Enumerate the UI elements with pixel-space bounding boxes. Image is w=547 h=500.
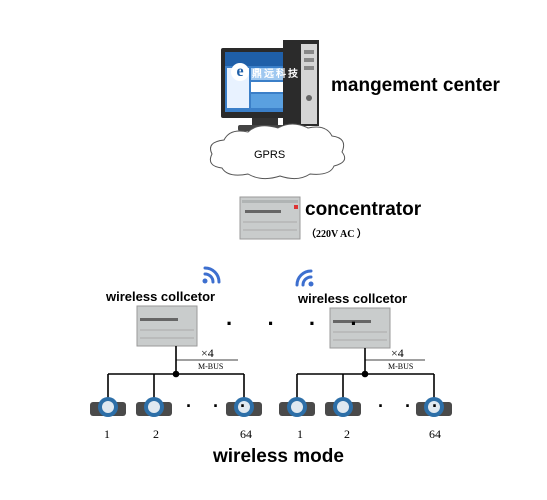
collector-device-left: [136, 305, 198, 347]
wifi-icon: [202, 266, 221, 284]
water-meter-icon: [226, 397, 262, 417]
concentrator-label: concentrator: [305, 199, 422, 220]
wifi-icon: [295, 269, 314, 287]
meter-number: 2: [344, 427, 350, 441]
logo-icon: e: [231, 63, 249, 81]
water-meter-icon: [325, 397, 361, 417]
bus-lines-left: [107, 346, 245, 398]
cloud-shape: [209, 123, 346, 180]
bus-multiplier-right: ×4: [391, 346, 404, 360]
meter-number: 1: [104, 427, 110, 441]
concentrator-device: [239, 196, 301, 240]
water-meter-icon: [136, 397, 172, 417]
screen-brand-text: 鼎远科技: [252, 69, 300, 80]
gprs-label: GPRS: [254, 149, 286, 161]
collector-label-right: wireless collcetor: [298, 291, 408, 306]
computer-tower: [283, 40, 319, 126]
water-meter-icon: [416, 397, 452, 417]
bus-type-right: M-BUS: [388, 362, 414, 371]
meter-number: 64: [429, 427, 441, 441]
management-center-label: mangement center: [331, 75, 500, 96]
collector-device-right: [329, 307, 391, 349]
ellipsis-mid: · · · ·: [226, 311, 372, 336]
concentrator-power-label: （220V AC ）: [306, 229, 367, 240]
collector-label-left: wireless collcetor: [106, 289, 216, 304]
water-meter-icon: [279, 397, 315, 417]
water-meter-icon: [90, 397, 126, 417]
ellipsis-meters-left: · · ·: [186, 396, 254, 416]
meter-number: 1: [297, 427, 303, 441]
bus-lines-right: [296, 348, 435, 398]
meter-number: 2: [153, 427, 159, 441]
bus-multiplier-left: ×4: [201, 346, 214, 360]
meter-number: 64: [240, 427, 252, 441]
bus-type-left: M-BUS: [198, 362, 224, 371]
ellipsis-meters-right: · · ·: [378, 396, 446, 416]
footer-label: wireless mode: [213, 446, 344, 467]
